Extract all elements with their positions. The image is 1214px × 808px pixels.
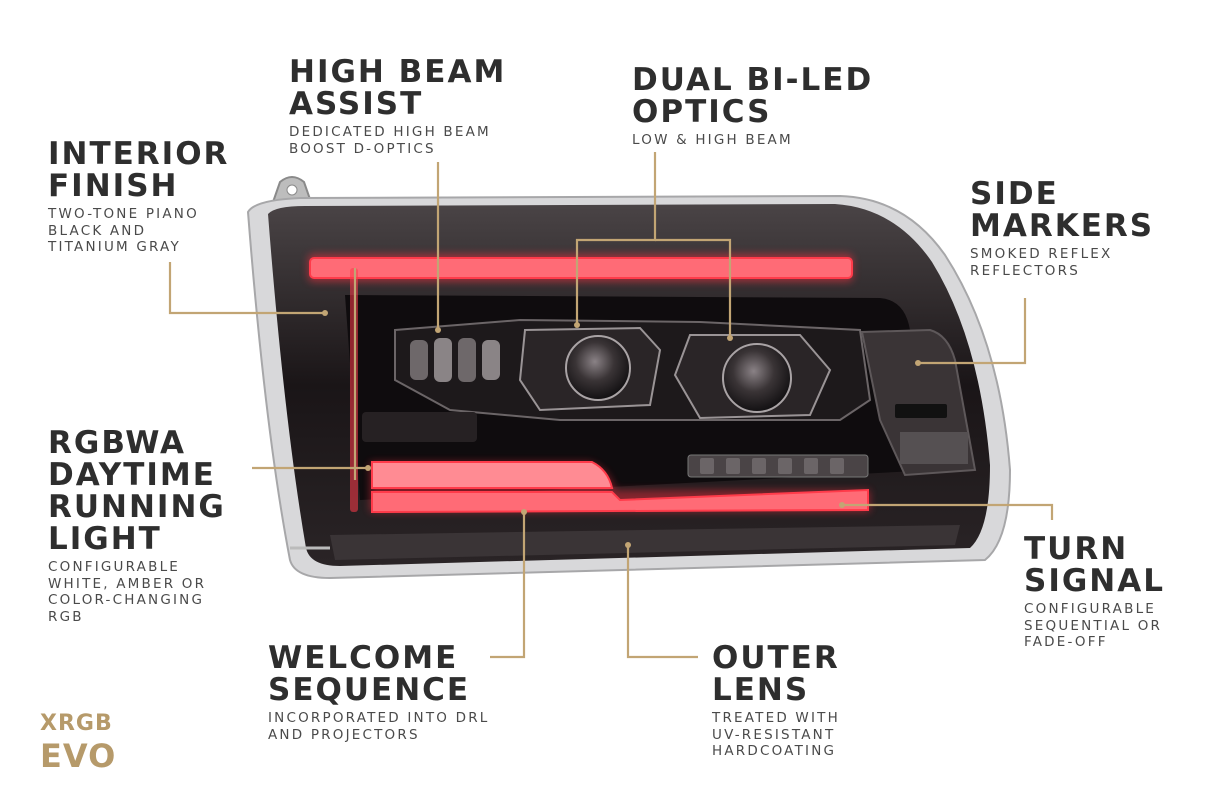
feature-interior-finish: INTERIOR FINISH TWO-TONE PIANO BLACK AND…	[48, 138, 229, 256]
feature-side-markers: SIDE MARKERS SMOKED REFLEX REFLECTORS	[970, 178, 1154, 279]
brand-logo: XRGB EVO	[40, 708, 116, 772]
lower-drl-lower	[371, 488, 869, 514]
brand-line1: XRGB	[40, 711, 113, 736]
high-beam-projector	[722, 343, 792, 413]
high-beam-optics	[410, 338, 500, 382]
feature-desc: DEDICATED HIGH BEAM BOOST D-OPTICS	[289, 124, 491, 157]
feature-desc: INCORPORATED INTO DRL AND PROJECTORS	[268, 710, 490, 743]
feature-title: HIGH BEAM ASSIST	[289, 54, 507, 122]
upper-drl	[309, 257, 853, 279]
lower-drl-upper	[371, 461, 614, 489]
feature-desc: TWO-TONE PIANO BLACK AND TITANIUM GRAY	[48, 206, 199, 255]
feature-desc: CONFIGURABLE WHITE, AMBER OR COLOR-CHANG…	[48, 559, 207, 625]
low-beam-projector	[565, 335, 631, 401]
feature-high-beam-assist: HIGH BEAM ASSIST DEDICATED HIGH BEAM BOO…	[289, 56, 506, 157]
feature-turn-signal: TURN SIGNAL CONFIGURABLE SEQUENTIAL OR F…	[1024, 533, 1165, 651]
brand-line2: EVO	[40, 737, 117, 775]
feature-title: SIDE MARKERS	[970, 176, 1155, 244]
feature-desc: CONFIGURABLE SEQUENTIAL OR FADE-OFF	[1024, 601, 1163, 650]
feature-welcome-sequence: WELCOME SEQUENCE INCORPORATED INTO DRL A…	[268, 642, 490, 743]
feature-title: OUTER LENS	[712, 640, 840, 708]
feature-desc: LOW & HIGH BEAM	[632, 132, 793, 148]
feature-dual-bi-led-optics: DUAL BI-LED OPTICS LOW & HIGH BEAM	[632, 64, 873, 149]
feature-desc: SMOKED REFLEX REFLECTORS	[970, 246, 1113, 279]
feature-title: DUAL BI-LED OPTICS	[632, 62, 874, 130]
feature-outer-lens: OUTER LENS TREATED WITH UV-RESISTANT HAR…	[712, 642, 840, 760]
vertical-drl	[350, 268, 358, 512]
feature-rgbwa-drl: RGBWA DAYTIME RUNNING LIGHT CONFIGURABLE…	[48, 427, 226, 625]
feature-desc: TREATED WITH UV-RESISTANT HARDCOATING	[712, 710, 840, 759]
feature-title: INTERIOR FINISH	[48, 136, 230, 204]
feature-title: WELCOME SEQUENCE	[268, 640, 471, 708]
feature-title: TURN SIGNAL	[1024, 531, 1165, 599]
feature-title: RGBWA DAYTIME RUNNING LIGHT	[48, 425, 226, 557]
